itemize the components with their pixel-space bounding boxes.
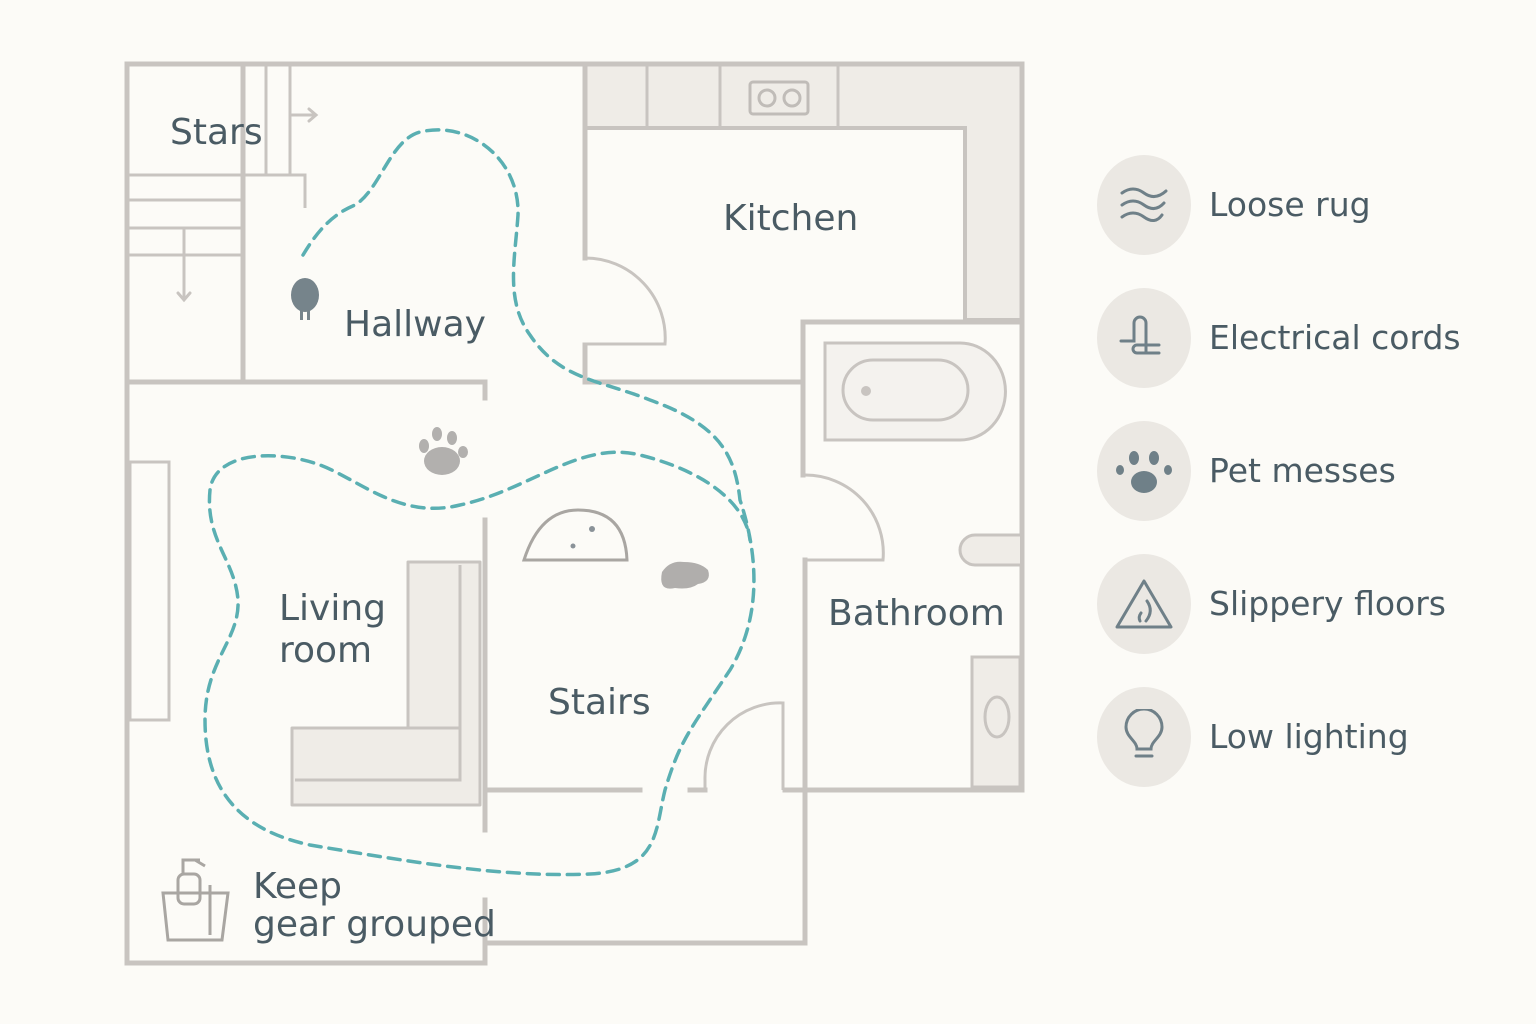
legend-label: Low lighting — [1209, 717, 1409, 756]
pet-mess-hazard — [661, 561, 709, 589]
sofa — [290, 560, 482, 807]
living-room-label-1: Living — [279, 588, 386, 629]
stairs-top-label: Stars — [170, 112, 263, 153]
loose-rug-hazard — [521, 508, 629, 562]
hallway-label: Hallway — [344, 304, 486, 345]
lightbulb-icon — [1097, 686, 1191, 787]
stairs-label: Stairs — [548, 682, 651, 723]
paw-icon — [1097, 420, 1191, 521]
cleaning-caddy-icon — [161, 858, 230, 942]
walls — [124, 61, 1025, 966]
legend-label: Slippery floors — [1209, 584, 1446, 623]
legend-label: Loose rug — [1209, 185, 1371, 224]
sink — [958, 533, 1020, 567]
waves-icon — [1097, 154, 1191, 255]
legend-item-pet-messes: Pet messes — [1097, 404, 1461, 537]
kitchen-counter — [583, 62, 1024, 322]
living-room-label-2: room — [279, 630, 372, 671]
cord-icon — [1097, 287, 1191, 388]
bathtub — [823, 341, 1007, 442]
bathroom-label: Bathroom — [828, 593, 1005, 634]
legend-label: Electrical cords — [1209, 318, 1461, 357]
paw-print — [419, 427, 468, 475]
stove-icon — [748, 80, 810, 116]
note-line-1: Keep — [253, 866, 342, 907]
legend-item-slippery-floors: Slippery floors — [1097, 537, 1461, 670]
warning-icon — [1097, 553, 1191, 654]
note-line-2: gear grouped — [253, 904, 496, 945]
hazard-legend: Loose rug Electrical cords Pet messes Sl… — [1097, 138, 1461, 803]
legend-item-low-lighting: Low lighting — [1097, 670, 1461, 803]
legend-label: Pet messes — [1209, 451, 1396, 490]
kitchen-label: Kitchen — [723, 198, 858, 239]
legend-item-electrical-cords: Electrical cords — [1097, 271, 1461, 404]
toilet — [970, 655, 1022, 789]
cord-hazard — [291, 278, 319, 320]
legend-item-loose-rug: Loose rug — [1097, 138, 1461, 271]
